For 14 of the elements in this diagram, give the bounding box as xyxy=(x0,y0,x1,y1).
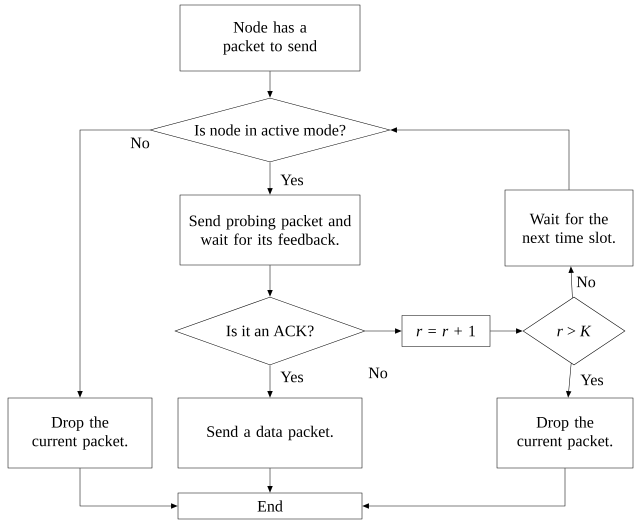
process-box: Drop the current packet. xyxy=(8,398,152,468)
edge-label: No xyxy=(574,275,598,289)
edge-label: No xyxy=(366,366,390,380)
process-box: r = r + 1 xyxy=(402,315,490,347)
process-box: Send a data packet. xyxy=(178,398,362,468)
process-box: Node has a packet to send xyxy=(180,4,360,72)
edge-label: No xyxy=(128,136,152,150)
process-box: Send probing packet and wait for its feedback. xyxy=(180,194,360,266)
edge-label: Yes xyxy=(279,370,305,384)
process-box: Wait for the next time slot. xyxy=(504,190,634,266)
process-box: End xyxy=(178,492,362,520)
edge-label: Yes xyxy=(279,173,305,187)
edge-label: Yes xyxy=(579,373,605,387)
process-box: Drop the current packet. xyxy=(496,398,634,468)
